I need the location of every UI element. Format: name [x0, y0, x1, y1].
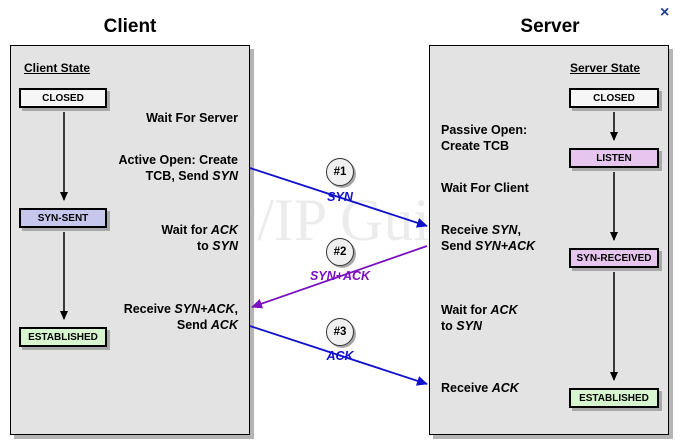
client-state-established: ESTABLISHED: [19, 327, 107, 347]
ack-message-arrow: [249, 325, 428, 386]
message-1-label: SYN: [327, 190, 353, 204]
server-label-receive-syn: Receive SYN, Send SYN+ACK: [441, 223, 536, 253]
server-label-wait-client: Wait For Client: [441, 181, 529, 195]
message-2-badge: #2: [326, 238, 354, 266]
client-panel: [10, 45, 250, 435]
synack-message-arrow: [251, 245, 428, 309]
server-panel: [429, 45, 669, 435]
client-label-active-open: Active Open: Create TCB, Send SYN: [118, 153, 238, 183]
client-label-wait-ack: Wait for ACK to SYN: [161, 223, 238, 253]
message-3-badge: #3: [326, 318, 354, 346]
server-label-passive-open: Passive Open: Create TCB: [441, 123, 528, 153]
server-state-title: Server State: [570, 61, 641, 75]
client-state-title: Client State: [24, 61, 91, 75]
server-state-listen: LISTEN: [569, 148, 659, 168]
client-title: Client: [103, 16, 157, 37]
client-label-wait-server: Wait For Server: [146, 111, 238, 125]
syn-message-arrow: [249, 167, 428, 228]
message-2-label: SYN+ACK: [309, 269, 371, 283]
server-title: Server: [520, 16, 580, 37]
server-label-wait-ack: Wait for ACK to SYN: [441, 303, 518, 333]
server-state-established: ESTABLISHED: [569, 388, 659, 408]
server-state-syn-received: SYN-RECEIVED: [569, 248, 659, 268]
client-state-closed: CLOSED: [19, 88, 107, 108]
message-3-label: ACK: [326, 349, 354, 363]
server-label-receive-ack: Receive ACK: [441, 381, 519, 395]
client-label-receive-synack: Receive SYN+ACK, Send ACK: [123, 302, 238, 332]
server-state-closed: CLOSED: [569, 88, 659, 108]
message-1-badge: #1: [326, 158, 354, 186]
close-icon[interactable]: ×: [660, 4, 670, 21]
client-state-syn-sent: SYN-SENT: [19, 208, 107, 228]
